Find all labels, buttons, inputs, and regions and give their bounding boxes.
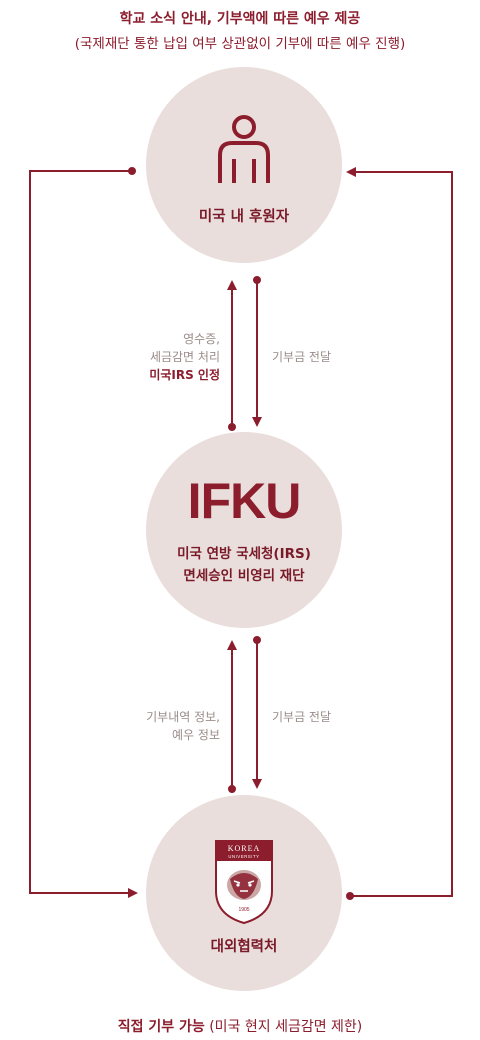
- right-loop-start-dot: [346, 892, 354, 900]
- crest-text: KOREA: [228, 844, 261, 853]
- ifku-node: IFKU 미국 연방 국세청(IRS) 면세승인 비영리 재단: [146, 432, 342, 628]
- page-title: 학교 소식 안내, 기부액에 따른 예우 제공: [119, 11, 361, 27]
- bottom-note-strong: 직접 기부 가능: [117, 1019, 205, 1035]
- partner-to-ifku-label: 기부내역 정보, 예우 정보: [146, 710, 220, 742]
- ifku-to-partner-label: 기부금 전달: [272, 710, 332, 724]
- left-loop-start-dot: [128, 167, 136, 175]
- donor-node: 미국 내 후원자: [146, 67, 342, 263]
- person-icon: [218, 115, 270, 183]
- donor-to-ifku-dot: [253, 276, 261, 284]
- partner-label: 대외협력처: [210, 939, 278, 955]
- ifku-to-donor-dot: [228, 423, 236, 431]
- page-subtitle: (국제재단 통한 납입 여부 상관없이 기부에 따른 예우 진행): [74, 36, 406, 52]
- partner-to-ifku-dot: [228, 785, 236, 793]
- korea-university-crest: KOREA UNIVERSITY 1905: [215, 840, 273, 925]
- ifku-desc-line2: 면세승인 비영리 재단: [183, 568, 305, 584]
- bottom-note-rest: (미국 현지 세금감면 제한): [204, 1019, 363, 1035]
- ifku-to-donor-label: 영수증, 세금감면 처리 미국IRS 인정: [149, 332, 220, 382]
- bottom-note: 직접 기부 가능 (미국 현지 세금감면 제한): [0, 1016, 480, 1036]
- crest-sub: UNIVERSITY: [228, 854, 259, 859]
- right-loop-line: [346, 167, 453, 897]
- partner-node: KOREA UNIVERSITY 1905 대외협력처: [146, 795, 342, 991]
- ifku-desc-line1: 미국 연방 국세청(IRS): [177, 546, 311, 562]
- left-loop-line: [29, 170, 138, 898]
- ifku-title: IFKU: [187, 473, 302, 529]
- donor-to-ifku-label: 기부금 전달: [272, 350, 332, 364]
- donor-label: 미국 내 후원자: [198, 209, 290, 225]
- crest-year: 1905: [238, 907, 249, 913]
- ifku-to-partner-dot: [253, 636, 261, 644]
